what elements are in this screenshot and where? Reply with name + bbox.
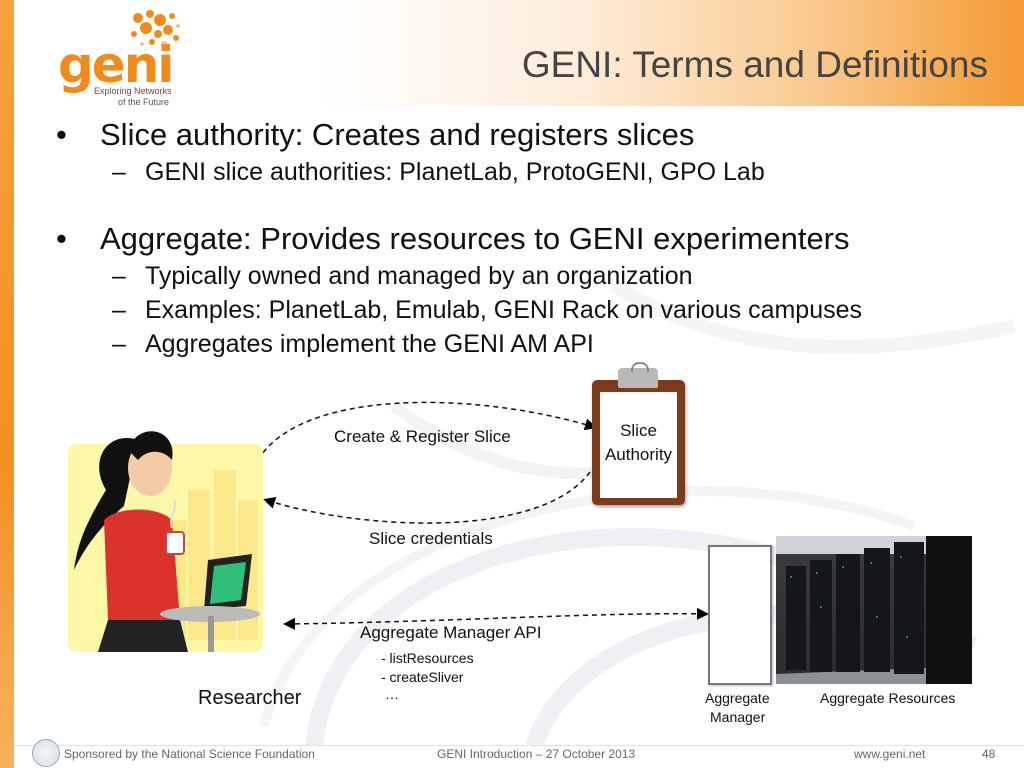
aggregate-manager-box	[708, 545, 772, 685]
nsf-logo-icon	[32, 739, 60, 767]
aggregate-resources-label: Aggregate Resources	[820, 690, 956, 706]
slice-authority-label-2: Authority	[604, 445, 673, 464]
bullet-list: Slice authority: Creates and registers s…	[56, 115, 996, 361]
sub-bullet: GENI slice authorities: PlanetLab, Proto…	[56, 155, 996, 189]
researcher-label: Researcher	[198, 687, 302, 709]
sub-bullet: Aggregates implement the GENI AM API	[56, 327, 996, 361]
api-call-item: - createSliver	[381, 669, 464, 685]
logo-wordmark: geni	[58, 36, 174, 94]
slide-title: GENI: Terms and Definitions	[521, 44, 988, 85]
bullet-slice-authority: Slice authority: Creates and registers s…	[56, 115, 996, 155]
create-register-arrow	[257, 401, 597, 461]
header-band	[14, 0, 1024, 106]
clipboard-clip-icon	[618, 362, 658, 388]
logo-dots-icon	[131, 10, 180, 47]
left-accent-bar	[0, 0, 14, 768]
sub-bullet: Examples: PlanetLab, Emulab, GENI Rack o…	[56, 293, 996, 327]
page-number: 48	[982, 747, 996, 761]
footer-event: GENI Introduction – 27 October 2013	[437, 747, 636, 761]
am-api-arrow	[283, 607, 709, 630]
server-room-photo	[776, 536, 972, 684]
footer-sponsor: Sponsored by the National Science Founda…	[64, 747, 315, 761]
logo-tagline-1: Exploring Networks	[94, 86, 172, 96]
aggregate-manager-label-2: Manager	[710, 709, 766, 725]
aggregate-manager-label-1: Aggregate	[705, 690, 770, 706]
footer-divider	[14, 745, 1024, 746]
sub-bullet: Typically owned and managed by an organi…	[56, 259, 996, 293]
api-call-item: …	[385, 686, 399, 702]
api-call-item: - listResources	[381, 650, 474, 666]
geni-logo: geni Exploring Networks of the Future	[58, 8, 198, 108]
slice-credentials-label: Slice credentials	[369, 529, 493, 548]
create-register-label: Create & Register Slice	[334, 427, 511, 446]
slice-authority-label-1: Slice	[620, 421, 657, 440]
footer-url: www.geni.net	[854, 747, 926, 761]
bullet-aggregate: Aggregate: Provides resources to GENI ex…	[56, 219, 996, 259]
logo-tagline-2: of the Future	[118, 97, 170, 107]
researcher-illustration	[68, 431, 263, 652]
slice-credentials-arrow	[263, 471, 591, 524]
slice-authority-clipboard: Slice Authority	[592, 362, 685, 505]
am-api-label: Aggregate Manager API	[360, 623, 542, 642]
